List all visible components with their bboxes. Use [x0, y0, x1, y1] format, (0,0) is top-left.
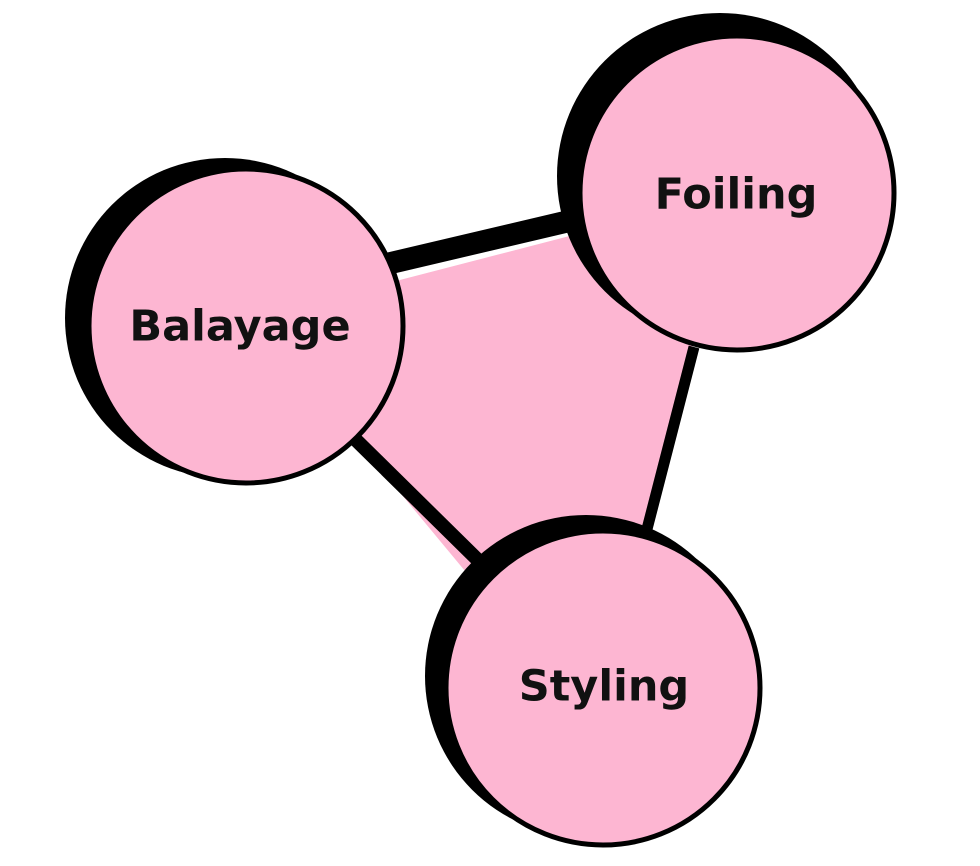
edge-styling-balayage	[351, 435, 493, 575]
edge-foiling-styling	[640, 345, 700, 535]
node-foiling-circle	[577, 33, 897, 353]
node-balayage-label: Balayage	[129, 302, 350, 352]
node-styling-circle	[443, 528, 763, 848]
node-styling-label: Styling	[519, 662, 689, 712]
edges	[351, 207, 700, 575]
node-balayage-circle	[86, 166, 406, 486]
edge-balayage-foiling	[375, 207, 585, 277]
node-foiling: Foiling	[557, 13, 897, 353]
node-foiling-label: Foiling	[655, 170, 818, 220]
node-styling: Styling	[425, 515, 763, 848]
node-balayage: Balayage	[65, 158, 406, 486]
center-triangle-fill	[338, 232, 693, 571]
